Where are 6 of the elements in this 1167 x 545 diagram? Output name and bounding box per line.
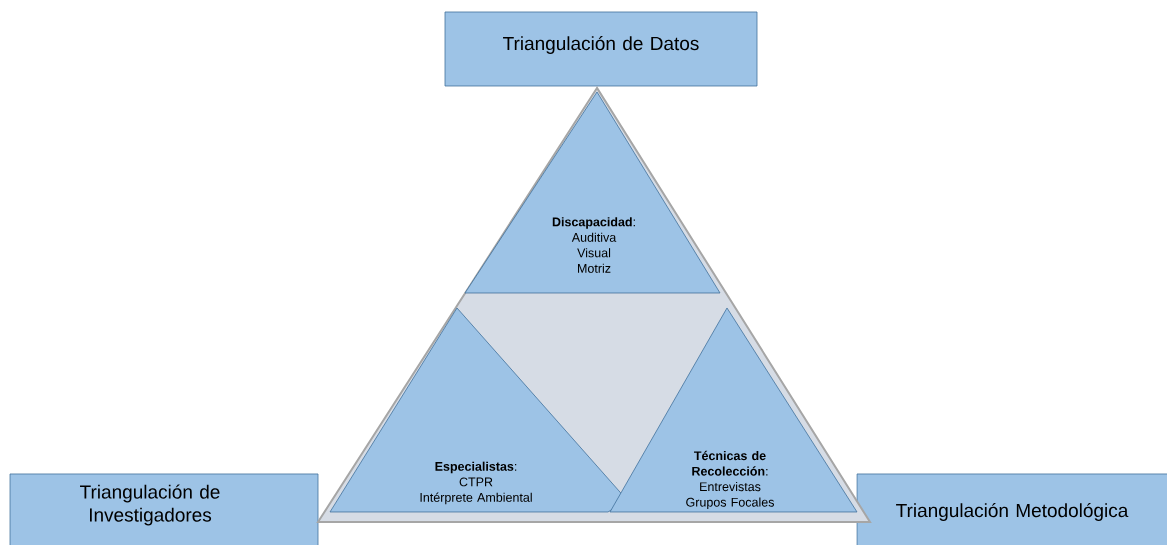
triangle: Técnicas de Recolección: Entrevistas Grupos Focales: [609, 307, 858, 513]
title-box: Triangulación Metodológica: [856, 473, 1167, 545]
title-box: Triangulación de Investigadores: [9, 473, 319, 545]
triangle: Discapacidad: Auditiva Visual Motriz: [464, 91, 721, 294]
title-box: Triangulación de Datos: [444, 11, 758, 87]
triangle: Especialistas: CTPR Intérprete Ambiental: [329, 307, 628, 513]
